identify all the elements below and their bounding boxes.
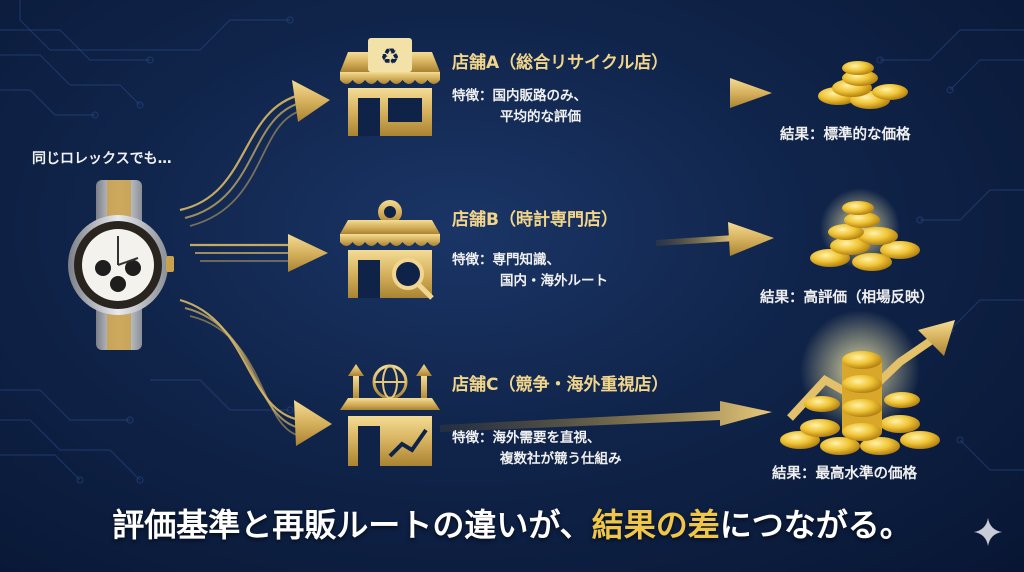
store-a-title: 店舗A（総合リサイクル店） (452, 53, 669, 73)
rolex-watch-icon (68, 180, 174, 350)
flow-arrow-to-store-c (179, 298, 332, 446)
store-b-result: 結果：高評価（相場反映） (760, 290, 934, 306)
circuit-background (0, 0, 1024, 484)
flow-arrow-to-store-b (190, 234, 328, 272)
store-a-icon: ♻ (340, 38, 440, 136)
store-c-feature-2: 複数社が競う仕組み (500, 451, 622, 467)
store-c-result: 結果：最高水準の価格 (772, 466, 917, 482)
sparkle-icon (974, 518, 1002, 546)
svg-text:♻: ♻ (380, 45, 400, 70)
store-c-title: 店舗C（競争・海外重視店） (452, 375, 669, 395)
result-arrow-a (630, 78, 772, 108)
store-c-feature-1: 特徴：海外需要を直視、 (452, 430, 601, 446)
store-b-title: 店舗B（時計専門店） (452, 210, 618, 230)
store-a-feature-1: 特徴：国内販路のみ、 (452, 88, 587, 104)
coin-stack-c-icon (780, 310, 955, 455)
bottom-part-5: 結果の差 (591, 506, 720, 544)
store-c-icon (340, 364, 440, 466)
bottom-part-2: と (240, 506, 273, 544)
bottom-message: 評価基準と再販ルートの違いが、結果の差につながる。 (0, 500, 1024, 546)
bottom-part-1: 評価基準 (112, 506, 241, 544)
bottom-part-3: 再販ルート (272, 506, 433, 544)
store-b-icon (340, 200, 440, 300)
store-a-result: 結果：標準的な価格 (780, 127, 911, 143)
bottom-part-6: につながる。 (719, 506, 912, 544)
store-b-feature-2: 国内・海外ルート (500, 273, 608, 289)
coin-stack-b-icon (810, 188, 920, 271)
bottom-part-4: の違いが、 (432, 506, 592, 544)
result-arrow-c (440, 401, 772, 432)
store-b-feature-1: 特徴：専門知識、 (452, 252, 560, 268)
result-arrow-b (655, 222, 774, 256)
flow-arrow-to-store-a (179, 80, 330, 227)
coin-stack-a-icon (818, 61, 908, 109)
intro-label: 同じロレックスでも… (32, 151, 172, 167)
store-a-feature-2: 平均的な評価 (500, 109, 581, 125)
